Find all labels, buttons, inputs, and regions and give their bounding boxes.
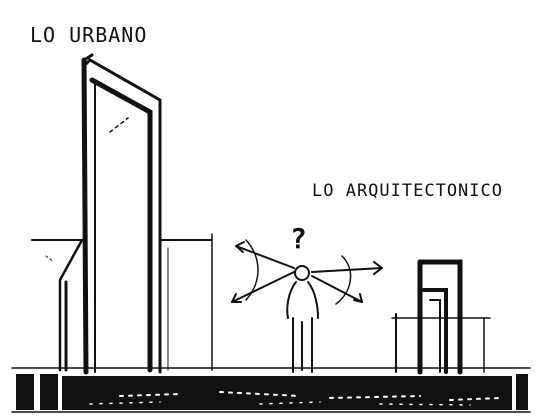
ground (11, 367, 531, 413)
view-arrows (231, 239, 383, 305)
label-lo-arquitectonico: LO ARQUITECTONICO (312, 181, 503, 201)
mid-building (159, 233, 213, 371)
person-figure (286, 265, 319, 373)
left-building (31, 238, 84, 372)
urban-tower (81, 53, 162, 375)
label-lo-urbano: LO URBANO (30, 23, 147, 47)
question-mark: ? (290, 222, 308, 255)
architectural-object (391, 259, 491, 375)
